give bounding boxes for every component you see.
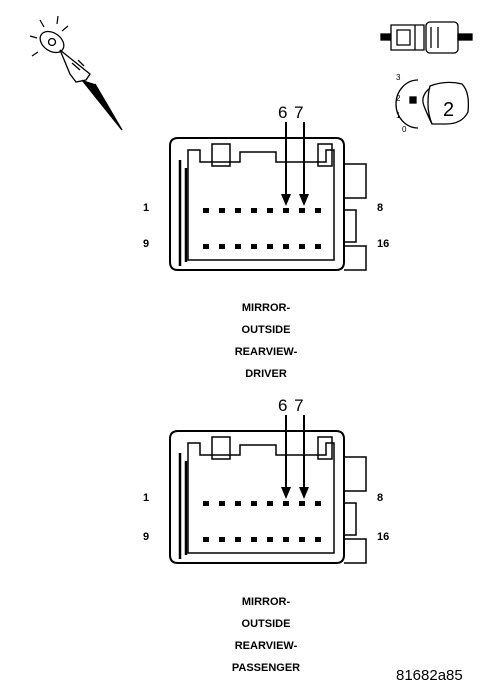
passenger-pin-cavity xyxy=(299,501,305,506)
passenger-pin-cavity xyxy=(267,537,273,542)
passenger-pin-cavity xyxy=(235,501,241,506)
driver-caption-line: DRIVER xyxy=(245,368,287,380)
driver-lock-tab xyxy=(211,143,231,167)
dial-scale-3: 3 xyxy=(396,73,401,82)
passenger-pin-cavity xyxy=(251,501,257,506)
driver-pin-cavity xyxy=(219,244,225,249)
driver-pin-cavity xyxy=(203,244,209,249)
passenger-latch xyxy=(317,436,333,460)
driver-pin-cavity xyxy=(219,208,225,213)
passenger-caption: MIRROR- OUTSIDE REARVIEW- PASSENGER xyxy=(196,591,336,679)
dial-scale-2: 2 xyxy=(396,94,401,103)
passenger-pin-cavity xyxy=(219,537,225,542)
driver-pin-cavity xyxy=(267,208,273,213)
passenger-pin-cavity xyxy=(219,501,225,506)
driver-pin-cavity xyxy=(235,244,241,249)
connector-passenger xyxy=(169,415,367,564)
driver-pin-1: 1 xyxy=(143,202,150,214)
passenger-pin-8: 8 xyxy=(377,492,384,504)
driver-pin-cavity xyxy=(267,244,273,249)
driver-pin-8: 8 xyxy=(377,202,384,214)
passenger-pin-cavity xyxy=(267,501,273,506)
test-probe-icon xyxy=(29,15,123,131)
driver-pin-cavity xyxy=(251,244,257,249)
passenger-pin-cavity xyxy=(299,537,305,542)
passenger-left-rail xyxy=(178,453,188,559)
driver-pin-cavity xyxy=(283,244,289,249)
driver-side-latch xyxy=(344,163,367,271)
passenger-arrow-head-7 xyxy=(299,487,309,499)
passenger-pin-cavity xyxy=(203,537,209,542)
driver-pin-cavity xyxy=(283,208,289,213)
driver-pin-cavity xyxy=(315,208,321,213)
driver-caption-line: OUTSIDE xyxy=(241,324,291,336)
driver-pin-cavity xyxy=(299,244,305,249)
connector-driver xyxy=(169,122,367,271)
driver-pin-16: 16 xyxy=(377,238,390,250)
passenger-cavity xyxy=(187,442,335,554)
passenger-pin-cavity xyxy=(315,501,321,506)
driver-latch xyxy=(317,143,333,167)
driver-caption: MIRROR- OUTSIDE REARVIEW- DRIVER xyxy=(196,297,336,385)
passenger-housing xyxy=(169,430,345,564)
passenger-pin-cavity xyxy=(203,501,209,506)
driver-pin-cavity xyxy=(235,208,241,213)
driver-arrow-head-7 xyxy=(299,194,309,206)
passenger-pin-cavity xyxy=(235,537,241,542)
driver-housing xyxy=(169,137,345,271)
driver-cavity xyxy=(187,149,335,261)
passenger-caption-line: PASSENGER xyxy=(231,662,301,674)
connector-plug-icon xyxy=(380,21,473,54)
passenger-pin-cavity xyxy=(315,537,321,542)
passenger-arrow-head-6 xyxy=(281,487,291,499)
driver-pin-cavity xyxy=(299,208,305,213)
passenger-caption-line: REARVIEW- xyxy=(234,640,298,652)
dial-scale-1: 1 xyxy=(396,111,401,120)
driver-pin-cavity xyxy=(203,208,209,213)
dial-number: 2 xyxy=(443,99,454,121)
figure-id: 81682a85 xyxy=(396,667,463,684)
driver-left-rail xyxy=(178,160,188,266)
driver-pin-cavity xyxy=(251,208,257,213)
driver-caption-line: MIRROR- xyxy=(241,302,291,314)
driver-pin-9: 9 xyxy=(143,238,150,250)
passenger-pin-1: 1 xyxy=(143,492,150,504)
selector-dial-icon xyxy=(395,79,470,129)
passenger-pin-9: 9 xyxy=(143,531,150,543)
passenger-lock-tab xyxy=(211,436,231,460)
passenger-pin-cavity xyxy=(283,537,289,542)
passenger-pin-cavity xyxy=(283,501,289,506)
driver-arrow-pins: 6 7 xyxy=(278,103,305,122)
passenger-arrow-pins: 6 7 xyxy=(278,396,305,415)
dial-scale-0: 0 xyxy=(402,125,407,134)
driver-arrow-head-6 xyxy=(281,194,291,206)
passenger-pin-cavity xyxy=(251,537,257,542)
passenger-pin-16: 16 xyxy=(377,531,390,543)
passenger-caption-line: MIRROR- xyxy=(241,596,291,608)
passenger-side-latch xyxy=(344,456,367,564)
driver-caption-line: REARVIEW- xyxy=(234,346,298,358)
driver-pin-cavity xyxy=(315,244,321,249)
passenger-caption-line: OUTSIDE xyxy=(241,618,291,630)
